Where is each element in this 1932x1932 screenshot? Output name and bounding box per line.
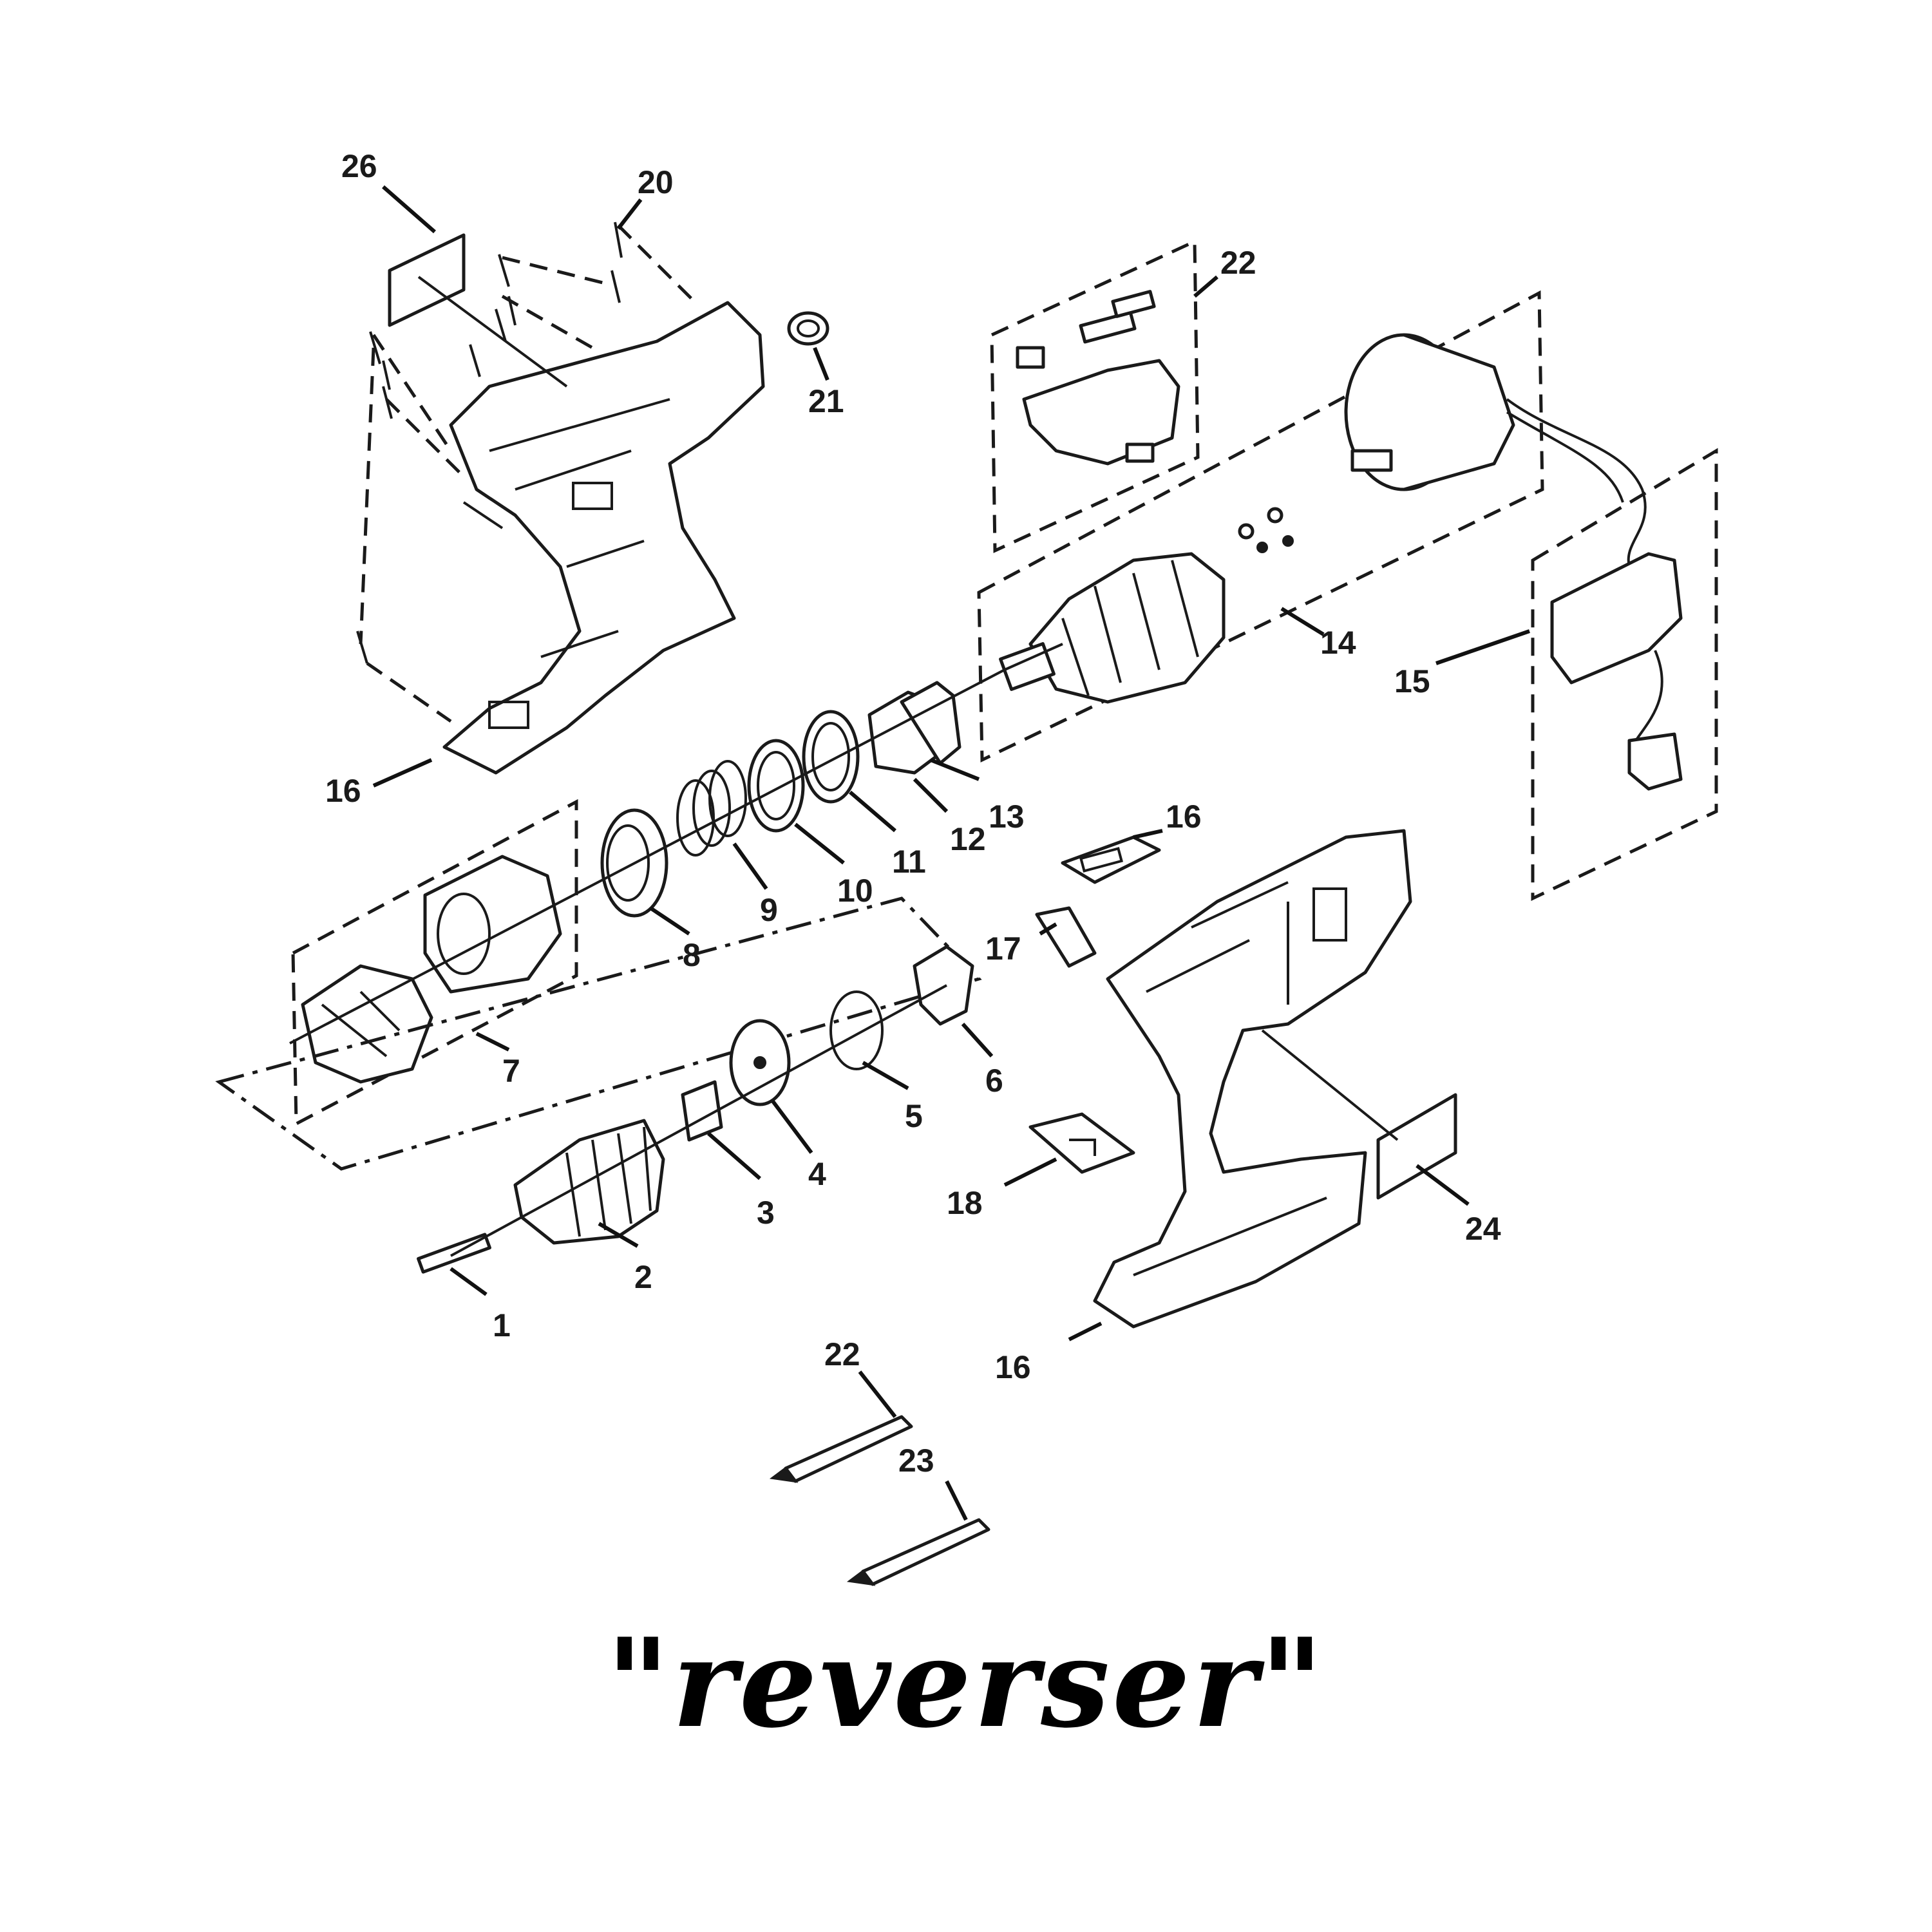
callout-7: 7 — [502, 1053, 520, 1089]
clip-21 — [787, 311, 829, 346]
callout-12: 12 — [950, 821, 986, 857]
axis-frame — [215, 896, 982, 1171]
leader-lines — [372, 185, 1530, 1521]
callout-26: 26 — [341, 148, 377, 184]
clutch-assembly-7 — [291, 799, 578, 1127]
label-plate-25 — [1261, 1029, 1457, 1200]
label-plate-26 — [388, 233, 568, 388]
callout-6: 6 — [985, 1063, 1003, 1099]
label-19 — [1028, 1112, 1135, 1174]
callout-25: 24 — [1465, 1211, 1501, 1247]
callout-21: 21 — [808, 383, 844, 419]
callout-10: 10 — [837, 873, 873, 909]
driver-bit-23 — [769, 1415, 913, 1483]
callout-9: 9 — [760, 892, 778, 928]
callout-24: 23 — [898, 1443, 934, 1479]
direction-switch-17 — [1061, 835, 1161, 884]
callout-15: 15 — [1394, 663, 1430, 699]
callout-20: 20 — [638, 164, 674, 200]
callout-numbers: 26 20 21 22 14 15 16 13 12 11 10 9 8 7 6… — [325, 148, 1501, 1479]
caption: "reverser" — [606, 1611, 1326, 1755]
callout-3: 3 — [757, 1195, 775, 1231]
washer-11 — [802, 710, 860, 804]
callout-17: 16 — [1166, 799, 1202, 835]
switch-leads-15 — [1506, 398, 1718, 901]
knob-18 — [1035, 906, 1097, 968]
callout-16-top: 16 — [325, 773, 361, 809]
callout-1: 1 — [493, 1307, 511, 1343]
callout-14: 14 — [1320, 625, 1356, 661]
housing-half-left — [442, 301, 765, 775]
driver-bit-24 — [846, 1518, 990, 1586]
switch-kit-22 — [990, 239, 1200, 553]
spring-clip-5 — [829, 990, 884, 1070]
disc-4 — [729, 1019, 791, 1106]
callout-13: 13 — [989, 799, 1025, 835]
callout-2: 2 — [634, 1259, 652, 1295]
housing-half-right — [1093, 829, 1412, 1329]
washer-10 — [747, 739, 805, 833]
screw-dash-lines — [359, 224, 697, 723]
callout-22: 22 — [1220, 245, 1256, 281]
callout-16-bottom: 16 — [995, 1349, 1031, 1385]
callout-18: 17 — [985, 931, 1021, 967]
callout-19: 18 — [947, 1185, 983, 1221]
callout-4: 4 — [808, 1156, 826, 1192]
callout-11: 11 — [892, 844, 926, 880]
motor-gearbox-14 — [977, 290, 1544, 762]
callout-8: 8 — [683, 937, 701, 973]
spring-9 — [676, 760, 747, 857]
callout-5: 5 — [905, 1098, 923, 1134]
plate-12-13 — [867, 681, 961, 775]
callout-23: 22 — [824, 1336, 860, 1372]
assembly-axis-lines — [289, 643, 1063, 1257]
retainer-6 — [913, 945, 974, 1026]
